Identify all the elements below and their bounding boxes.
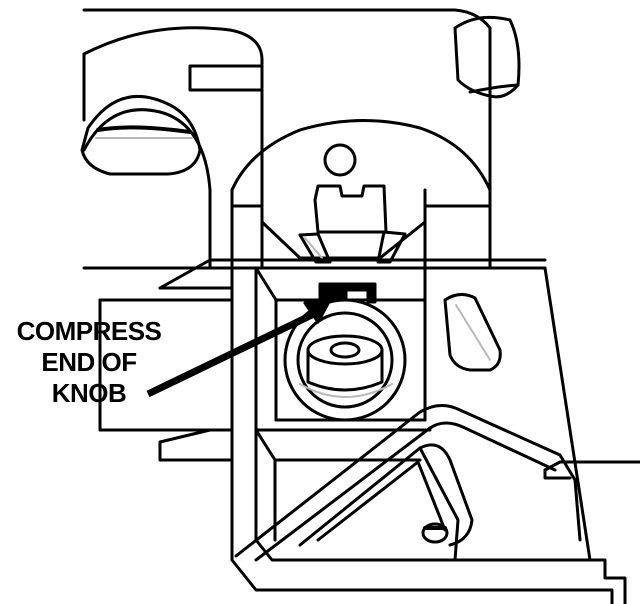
main-frame xyxy=(230,266,592,592)
compress-knob-callout: COMPRESS END OF KNOB xyxy=(4,316,174,409)
knob-lower xyxy=(283,282,407,422)
knob-upper xyxy=(298,184,407,264)
upper-housing xyxy=(82,8,492,270)
frame-bars xyxy=(82,258,547,462)
callout-line-1: COMPRESS xyxy=(16,316,162,346)
callout-leader xyxy=(146,298,332,398)
lower-bracket xyxy=(234,404,582,562)
callout-line-3: KNOB xyxy=(51,378,127,408)
upper-handle xyxy=(453,15,521,99)
dome-housing xyxy=(80,94,202,176)
side-slot xyxy=(443,293,502,372)
right-tab xyxy=(543,460,640,604)
callout-line-2: END OF xyxy=(41,347,137,377)
center-body xyxy=(230,119,492,270)
